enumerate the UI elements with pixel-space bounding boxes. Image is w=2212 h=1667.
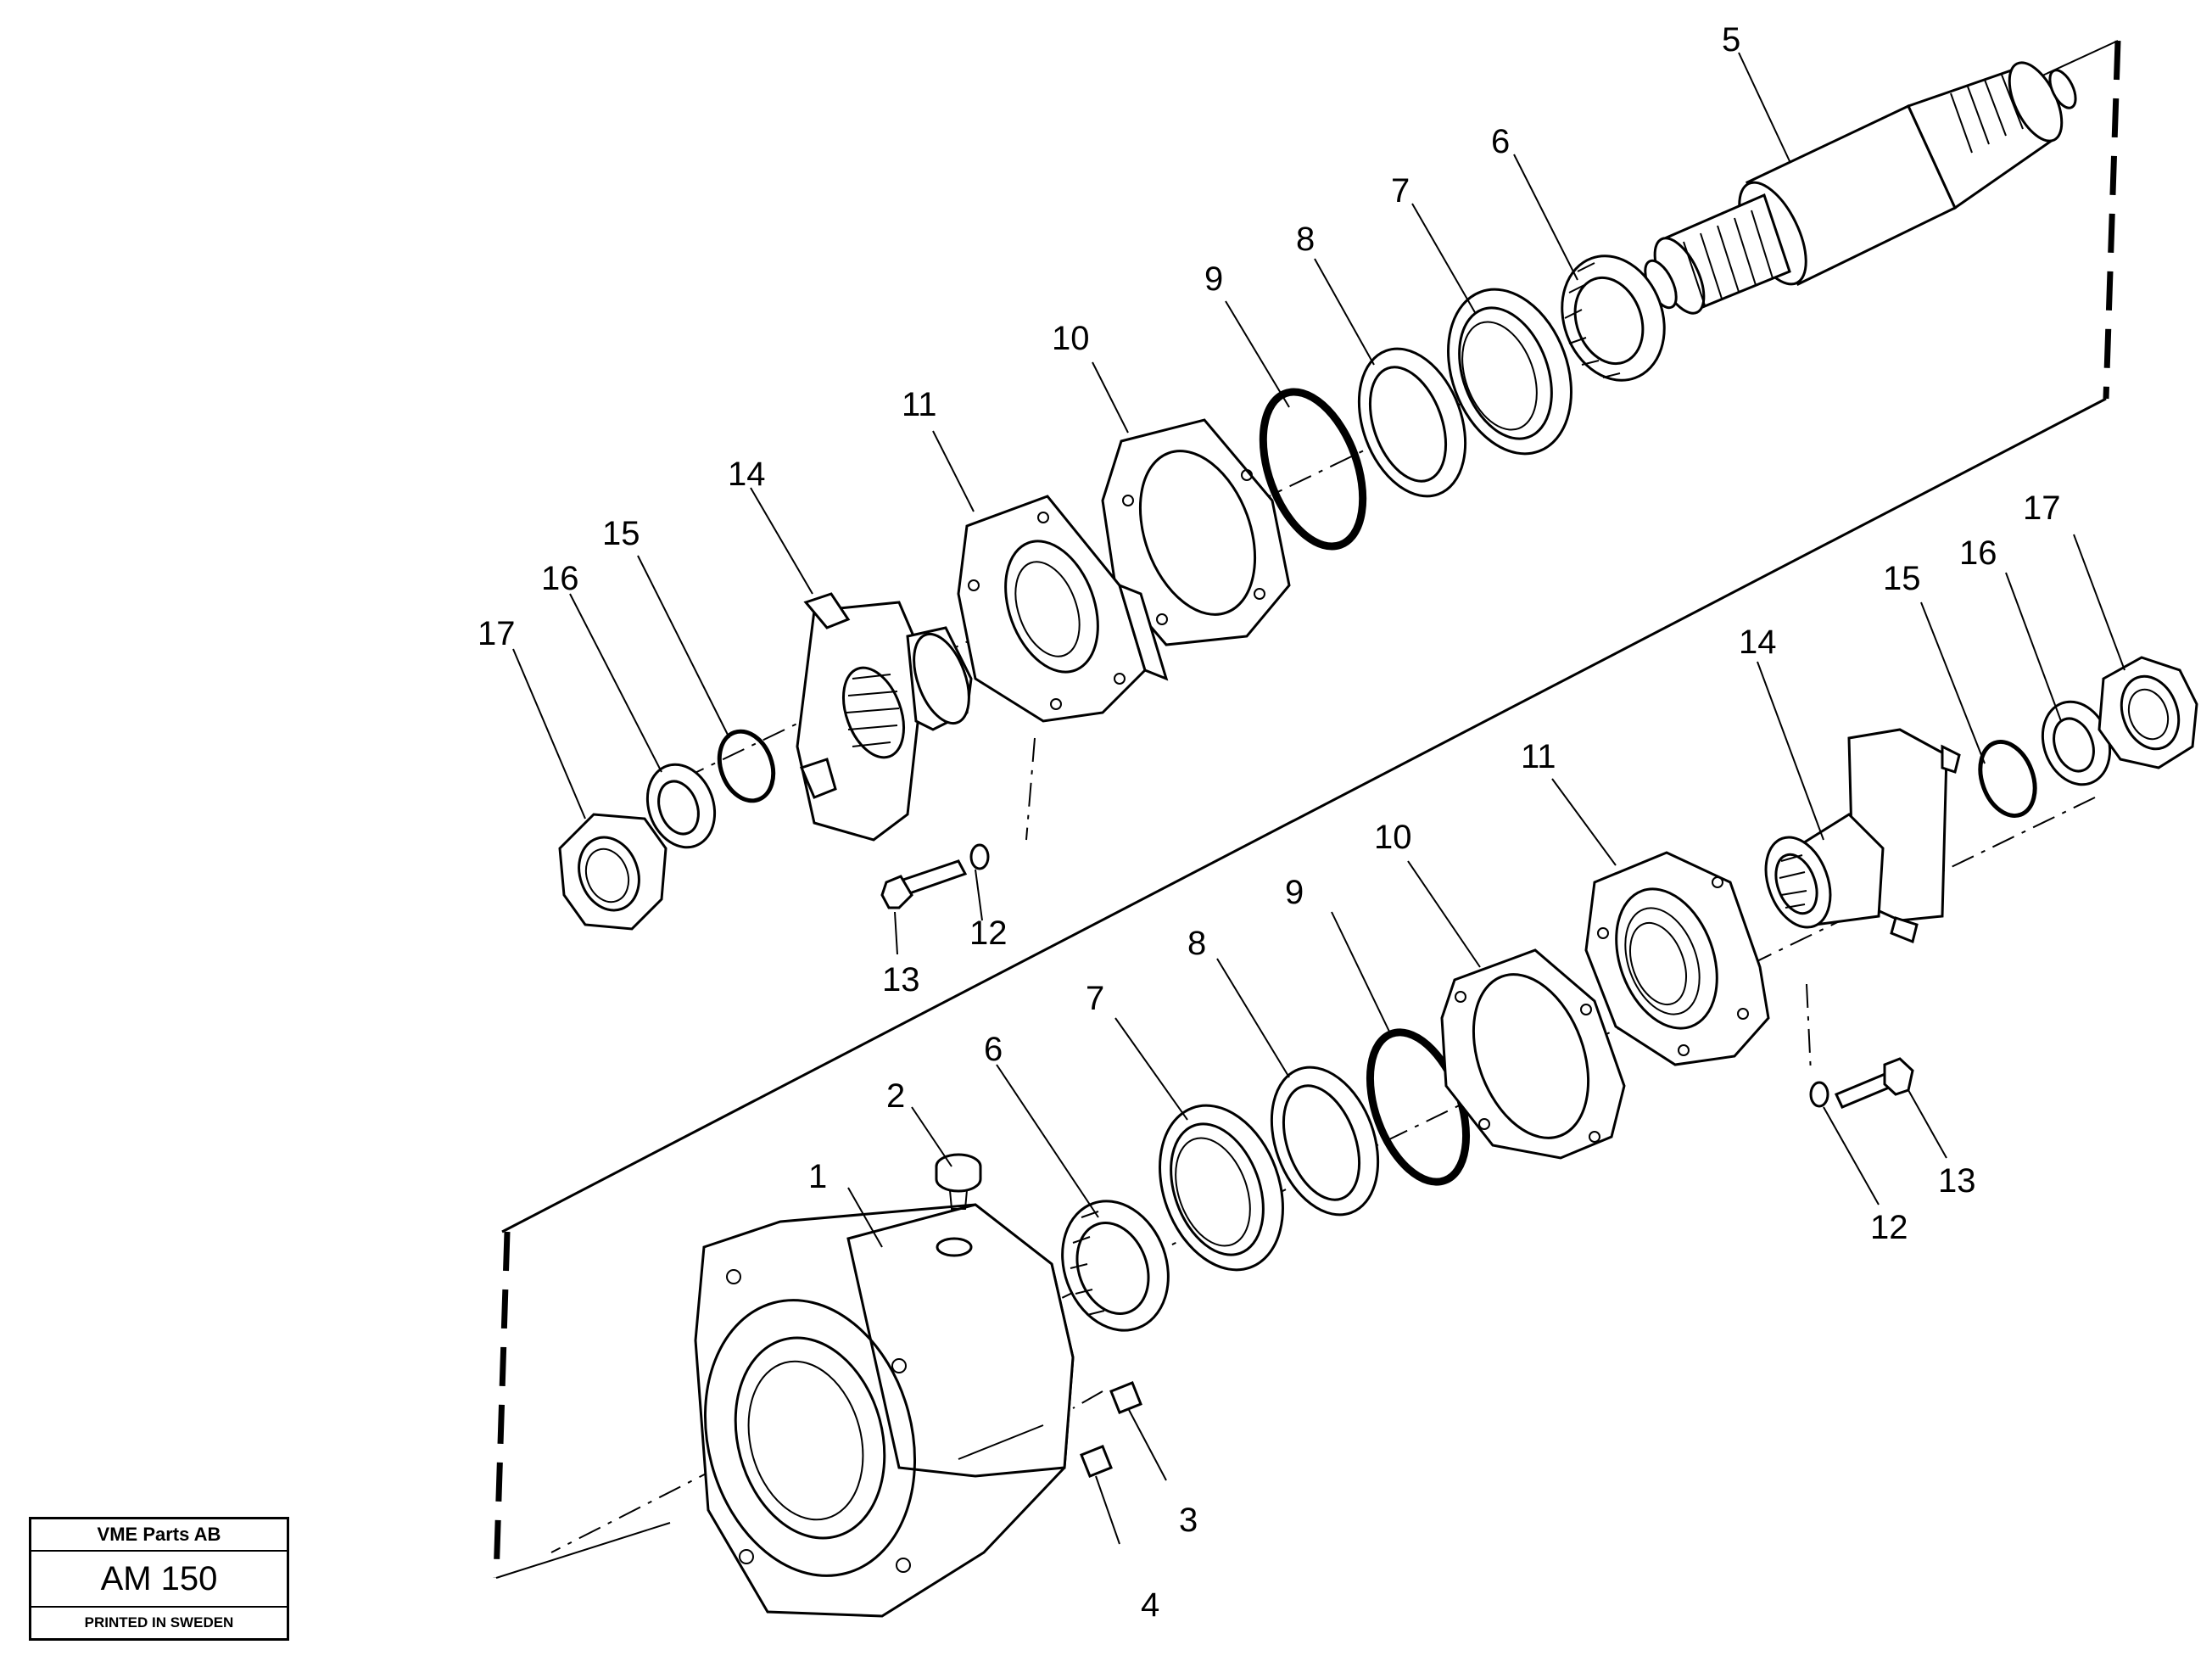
lock-washer-part-12[interactable] [969, 843, 990, 870]
callout-15: 15 [602, 515, 640, 552]
bolt-part-13[interactable] [880, 859, 968, 909]
assembly-frame [493, 40, 2121, 1579]
plug-part-3[interactable] [1109, 1381, 1142, 1414]
callout-17: 17 [478, 615, 516, 652]
seal-ring-part-8-lower[interactable] [1253, 1053, 1398, 1230]
printed-note: PRINTED IN SWEDEN [84, 1614, 234, 1631]
callout-1: 1 [808, 1158, 827, 1195]
companion-flange-part-14-lower[interactable] [1754, 728, 1961, 944]
callout-16-lower: 16 [1959, 534, 1997, 572]
callout-7-lower: 7 [1086, 980, 1104, 1017]
bolt-part-13-lower[interactable] [1834, 1057, 1914, 1109]
shaft-part-5[interactable] [1639, 55, 2081, 321]
housing-part-1[interactable] [675, 1203, 1075, 1618]
callout-10-lower: 10 [1374, 819, 1412, 856]
washer-part-16[interactable] [636, 755, 726, 857]
bearing-cover-part-11[interactable] [957, 495, 1169, 723]
yoke-flange-part-14[interactable] [796, 592, 980, 842]
callout-9: 9 [1204, 260, 1223, 298]
callout-8-lower: 8 [1187, 925, 1206, 962]
callout-7: 7 [1391, 172, 1410, 210]
title-block: VME Parts AB AM 150 PRINTED IN SWEDEN [29, 1517, 289, 1641]
plug-part-4[interactable] [1080, 1445, 1113, 1478]
o-ring-part-9[interactable] [1244, 378, 1382, 560]
hex-nut-part-17[interactable] [558, 813, 668, 931]
bearing-cup-part-7-lower[interactable] [1138, 1088, 1304, 1287]
bearing-cup-part-7[interactable] [1427, 272, 1593, 471]
callout-12: 12 [969, 915, 1008, 952]
callout-11-lower: 11 [1521, 738, 1556, 775]
roller-bearing-part-6-lower[interactable] [1045, 1186, 1186, 1345]
callout-11: 11 [902, 386, 937, 423]
lock-washer-part-12-lower[interactable] [1809, 1081, 1829, 1108]
drawing-code: AM 150 [31, 1552, 287, 1608]
callout-10: 10 [1052, 320, 1090, 357]
callout-13-lower: 13 [1938, 1162, 1976, 1200]
hex-nut-part-17-lower[interactable] [2097, 656, 2198, 769]
callout-14-lower: 14 [1739, 624, 1777, 661]
callout-9-lower: 9 [1285, 874, 1304, 911]
bearing-cover-part-11-lower[interactable] [1584, 851, 1770, 1066]
callout-12-lower: 12 [1870, 1209, 1908, 1246]
gasket-part-10[interactable] [1101, 418, 1291, 646]
roller-bearing-part-6[interactable] [1545, 242, 1681, 395]
gasket-part-10-lower[interactable] [1440, 948, 1626, 1160]
callout-13: 13 [882, 961, 920, 999]
callout-6: 6 [1491, 123, 1510, 160]
callout-leaders [512, 52, 2125, 1545]
seal-ring-part-8[interactable] [1340, 334, 1485, 512]
callout-2: 2 [886, 1077, 905, 1115]
breather-plug-part-2[interactable] [935, 1153, 982, 1210]
o-ring-part-15-lower[interactable] [1970, 734, 2044, 823]
callout-17-lower: 17 [2023, 489, 2061, 527]
callout-numbers: 5 6 7 8 9 10 11 14 15 16 17 12 13 1 2 3 … [478, 21, 2061, 1624]
callout-4: 4 [1141, 1586, 1159, 1624]
o-ring-part-15[interactable] [710, 724, 782, 808]
callout-16: 16 [541, 560, 579, 597]
callout-5: 5 [1722, 21, 1740, 59]
callout-8: 8 [1296, 221, 1315, 258]
callout-15-lower: 15 [1883, 560, 1921, 597]
callout-6-lower: 6 [984, 1031, 1003, 1068]
callout-3: 3 [1179, 1502, 1198, 1539]
company-label: VME Parts AB [31, 1519, 287, 1552]
callout-14: 14 [728, 456, 766, 493]
